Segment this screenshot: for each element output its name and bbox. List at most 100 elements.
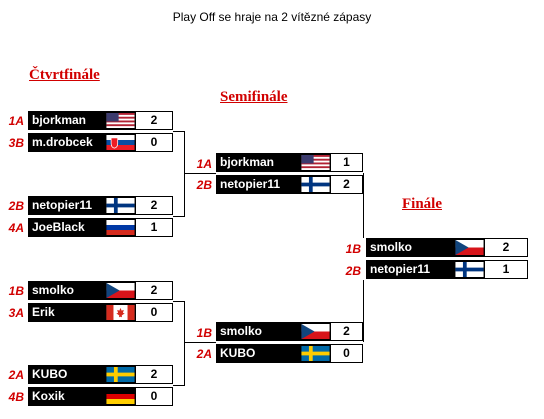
slovakia-flag-icon — [105, 135, 135, 150]
seed-label: 2B — [345, 264, 361, 278]
bracket-connector — [184, 131, 185, 173]
seed-label: 2B — [196, 178, 212, 192]
finland-flag-icon — [105, 197, 135, 214]
score: 2 — [135, 282, 172, 299]
match-slot: smolko 2 — [28, 281, 173, 300]
player-name: smolko — [367, 239, 454, 256]
player-name: smolko — [217, 323, 300, 340]
czech-flag-icon — [105, 283, 135, 298]
match-slot: smolko 2 — [366, 238, 528, 257]
score: 1 — [330, 154, 362, 171]
czech-flag-icon — [105, 282, 135, 299]
bracket-connector — [184, 301, 185, 342]
sweden-flag-icon — [300, 346, 330, 361]
canada-flag-icon — [105, 304, 135, 321]
slovakia-flag-icon — [105, 134, 135, 151]
score: 2 — [330, 176, 362, 193]
finland-flag-icon — [300, 176, 330, 193]
bracket-connector — [173, 301, 185, 302]
bracket-connector — [173, 131, 185, 132]
match-slot: KUBO 0 — [216, 344, 363, 363]
sweden-flag-icon — [105, 367, 135, 382]
score: 2 — [135, 112, 172, 129]
bracket-connector — [184, 173, 216, 174]
finland-flag-icon — [454, 262, 484, 277]
bracket-connector — [184, 342, 216, 343]
sweden-flag-icon — [105, 366, 135, 383]
usa-flag-icon — [105, 112, 135, 129]
russia-flag-icon — [105, 220, 135, 235]
score: 1 — [135, 219, 172, 236]
player-name: JoeBlack — [29, 219, 105, 236]
bracket-connector — [184, 174, 185, 217]
seed-label: 1A — [196, 157, 212, 171]
germany-flag-icon — [105, 389, 135, 404]
russia-flag-icon — [105, 219, 135, 236]
final-label: Finále — [402, 196, 442, 212]
score: 1 — [484, 261, 527, 278]
player-name: KUBO — [29, 366, 105, 383]
bracket-connector — [363, 280, 364, 342]
seed-label: 3B — [8, 136, 24, 150]
seed-label: 4B — [8, 390, 24, 404]
match-slot: m.drobcek 0 — [28, 133, 173, 152]
seed-label: 1B — [196, 326, 212, 340]
score: 2 — [484, 239, 527, 256]
germany-flag-icon — [105, 388, 135, 405]
finland-flag-icon — [454, 261, 484, 278]
finland-flag-icon — [300, 177, 330, 192]
canada-flag-icon — [105, 305, 135, 320]
score: 2 — [135, 366, 172, 383]
match-slot: Erik 0 — [28, 303, 173, 322]
czech-flag-icon — [454, 240, 484, 255]
score: 2 — [330, 323, 362, 340]
match-slot: netopier11 2 — [216, 175, 363, 194]
player-name: Erik — [29, 304, 105, 321]
seed-label: 1B — [345, 242, 361, 256]
quarterfinal-label: Čtvrtfinále — [29, 67, 100, 83]
player-name: netopier11 — [29, 197, 105, 214]
match-slot: netopier11 1 — [366, 260, 528, 279]
score: 2 — [135, 197, 172, 214]
finland-flag-icon — [105, 198, 135, 213]
player-name: Koxik — [29, 388, 105, 405]
player-name: bjorkman — [29, 112, 105, 129]
match-slot: Koxik 0 — [28, 387, 173, 406]
seed-label: 2B — [8, 199, 24, 213]
match-slot: netopier11 2 — [28, 196, 173, 215]
page-title: Play Off se hraje na 2 vítězné zápasy — [172, 10, 372, 24]
sweden-flag-icon — [300, 345, 330, 362]
seed-label: 2A — [196, 347, 212, 361]
seed-label: 3A — [8, 306, 24, 320]
match-slot: JoeBlack 1 — [28, 218, 173, 237]
seed-label: 4A — [8, 221, 24, 235]
seed-label: 2A — [8, 368, 24, 382]
player-name: m.drobcek — [29, 134, 105, 151]
player-name: KUBO — [217, 345, 300, 362]
bracket-connector — [363, 173, 364, 238]
score: 0 — [135, 388, 172, 405]
score: 0 — [135, 304, 172, 321]
player-name: smolko — [29, 282, 105, 299]
usa-flag-icon — [105, 113, 135, 128]
match-slot: KUBO 2 — [28, 365, 173, 384]
score: 0 — [135, 134, 172, 151]
player-name: netopier11 — [367, 261, 454, 278]
player-name: bjorkman — [217, 154, 300, 171]
match-slot: bjorkman 2 — [28, 111, 173, 130]
score: 0 — [330, 345, 362, 362]
czech-flag-icon — [300, 323, 330, 340]
bracket-connector — [173, 385, 185, 386]
usa-flag-icon — [300, 155, 330, 170]
usa-flag-icon — [300, 154, 330, 171]
czech-flag-icon — [300, 324, 330, 339]
seed-label: 1A — [8, 114, 24, 128]
match-slot: bjorkman 1 — [216, 153, 363, 172]
semifinal-label: Semifinále — [220, 89, 288, 105]
seed-label: 1B — [8, 284, 24, 298]
match-slot: smolko 2 — [216, 322, 363, 341]
bracket-connector — [173, 216, 185, 217]
bracket-connector — [184, 342, 185, 386]
czech-flag-icon — [454, 239, 484, 256]
player-name: netopier11 — [217, 176, 300, 193]
